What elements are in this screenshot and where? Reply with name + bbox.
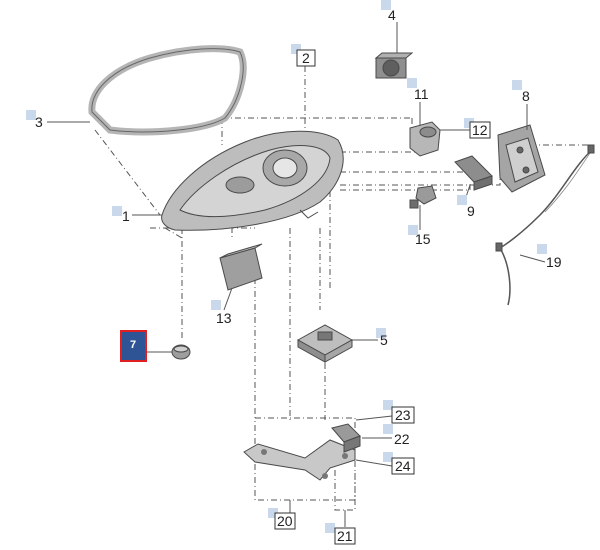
module-part[interactable] — [454, 155, 493, 191]
callout-2-label: 2 — [302, 50, 310, 66]
callout-20-label: 20 — [277, 513, 293, 529]
headlamp-housing-part[interactable] — [161, 130, 344, 231]
callout-1[interactable]: 1 — [112, 206, 130, 224]
callout-13-label: 13 — [216, 310, 232, 326]
callout-8-label: 8 — [522, 88, 530, 104]
callout-7-label: 7 — [130, 339, 136, 351]
callout-12-label: 12 — [472, 122, 488, 138]
callout-13[interactable]: 13 — [211, 300, 232, 326]
callout-20[interactable]: 20 — [268, 508, 296, 530]
callout-22[interactable]: 22 — [383, 424, 410, 447]
callout-9[interactable]: 9 — [457, 195, 475, 219]
callout-3-label: 3 — [35, 114, 43, 130]
callout-4[interactable]: 4 — [381, 0, 396, 23]
callout-9-label: 9 — [467, 203, 475, 219]
bezel-ring-part[interactable] — [88, 45, 247, 136]
bulb-socket-part[interactable] — [409, 185, 437, 209]
callout-24-label: 24 — [395, 458, 411, 474]
mounting-bracket-part[interactable] — [243, 439, 356, 481]
callout-7-selected[interactable]: 7 — [120, 330, 147, 362]
led-module-part[interactable] — [296, 324, 354, 363]
cable-harness-part[interactable] — [495, 144, 595, 306]
callout-2[interactable]: 2 — [291, 44, 316, 67]
callout-15[interactable]: 15 — [408, 225, 431, 247]
callout-23-label: 23 — [395, 407, 411, 423]
clip-part[interactable] — [331, 423, 361, 453]
callout-21[interactable]: 21 — [325, 523, 356, 545]
callout-8[interactable]: 8 — [512, 80, 530, 104]
callout-3[interactable]: 3 — [26, 110, 43, 130]
callout-15-label: 15 — [415, 231, 431, 247]
ballast-part[interactable] — [219, 243, 263, 291]
control-bracket-part[interactable] — [497, 124, 546, 193]
callout-19[interactable]: 19 — [537, 244, 562, 270]
callout-12[interactable]: 12 — [464, 118, 491, 139]
leader-lines — [47, 22, 546, 527]
callout-24[interactable]: 24 — [383, 452, 415, 475]
callout-19-label: 19 — [546, 254, 562, 270]
callout-5-label: 5 — [380, 332, 388, 348]
callout-11-label: 11 — [414, 86, 429, 102]
callout-23[interactable]: 23 — [383, 400, 415, 424]
callout-1-label: 1 — [122, 208, 130, 224]
callout-22-label: 22 — [394, 431, 410, 447]
callout-11[interactable]: 11 — [407, 78, 429, 102]
callout-5[interactable]: 5 — [376, 328, 388, 348]
fan-part[interactable] — [374, 52, 414, 79]
callout-21-label: 21 — [337, 528, 353, 544]
callout-4-label: 4 — [388, 7, 396, 23]
cap-part[interactable] — [171, 344, 191, 360]
motor-part[interactable] — [409, 121, 441, 157]
